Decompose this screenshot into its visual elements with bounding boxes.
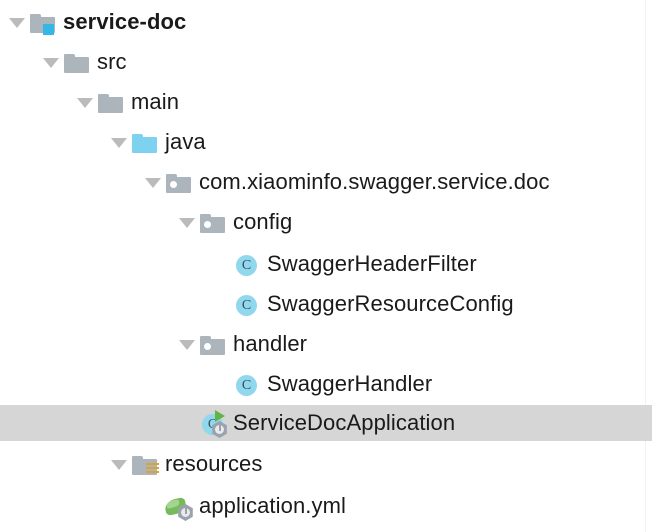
tree-node-label: config — [233, 209, 293, 234]
chevron-down-icon[interactable] — [176, 204, 198, 240]
tree-node-label: main — [131, 89, 180, 114]
tree-node-label: SwaggerHandler — [267, 371, 433, 396]
tree-node-label: handler — [233, 331, 308, 356]
tree-node-label: service-doc — [63, 9, 187, 34]
chevron-down-icon[interactable] — [6, 4, 28, 40]
class-circle-icon: C — [236, 255, 257, 276]
resources-badge-icon — [146, 463, 159, 477]
tree-spacer — [176, 405, 198, 441]
tree-row[interactable]: application.yml — [0, 488, 652, 524]
source-root-folder-icon — [130, 127, 160, 157]
tree-spacer — [142, 488, 164, 524]
spring-config-badge-icon — [178, 504, 193, 521]
tree-node-label: SwaggerResourceConfig — [267, 291, 514, 316]
chevron-down-icon[interactable] — [108, 446, 130, 482]
package-icon — [198, 329, 228, 359]
tree-node-label: java — [165, 129, 206, 154]
run-arrow-icon[interactable] — [215, 410, 225, 422]
folder-icon — [96, 87, 126, 117]
tree-spacer — [210, 246, 232, 282]
chevron-down-icon[interactable] — [40, 44, 62, 80]
tree-spacer — [210, 366, 232, 402]
tree-scrollbar-track[interactable] — [645, 0, 652, 532]
tree-row[interactable]: service-doc — [0, 4, 652, 40]
package-icon — [164, 167, 194, 197]
package-icon — [198, 207, 228, 237]
chevron-down-icon[interactable] — [176, 326, 198, 362]
module-folder-icon — [28, 7, 58, 37]
tree-row[interactable]: src — [0, 44, 652, 80]
spring-boot-badge-icon — [212, 421, 227, 438]
tree-row[interactable]: C SwaggerHeaderFilter — [0, 246, 652, 282]
module-badge-icon — [43, 24, 54, 35]
tree-row[interactable]: resources — [0, 446, 652, 482]
tree-node-label: com.xiaominfo.swagger.service.doc — [199, 169, 550, 194]
tree-row[interactable]: C SwaggerHandler — [0, 366, 652, 402]
spring-boot-runnable-class-icon: C — [198, 408, 228, 438]
tree-row[interactable]: handler — [0, 326, 652, 362]
tree-node-label: SwaggerHeaderFilter — [267, 251, 477, 276]
tree-row[interactable]: C SwaggerResourceConfig — [0, 286, 652, 322]
tree-node-label: src — [97, 49, 127, 74]
folder-icon — [62, 47, 92, 77]
tree-node-label: resources — [165, 451, 263, 476]
resources-root-folder-icon — [130, 449, 160, 479]
java-class-icon: C — [232, 289, 262, 319]
class-circle-icon: C — [236, 295, 257, 316]
java-class-icon: C — [232, 369, 262, 399]
chevron-down-icon[interactable] — [142, 164, 164, 200]
class-circle-icon: C — [236, 375, 257, 396]
tree-row[interactable]: config — [0, 204, 652, 240]
spring-yaml-file-icon — [163, 491, 194, 521]
java-class-icon: C — [232, 249, 262, 279]
tree-spacer — [210, 286, 232, 322]
tree-row[interactable]: main — [0, 84, 652, 120]
tree-row[interactable]: java — [0, 124, 652, 160]
tree-node-label: ServiceDocApplication — [233, 410, 456, 435]
chevron-down-icon[interactable] — [108, 124, 130, 160]
chevron-down-icon[interactable] — [74, 84, 96, 120]
tree-row[interactable]: com.xiaominfo.swagger.service.doc — [0, 164, 652, 200]
tree-node-label: application.yml — [199, 493, 347, 518]
